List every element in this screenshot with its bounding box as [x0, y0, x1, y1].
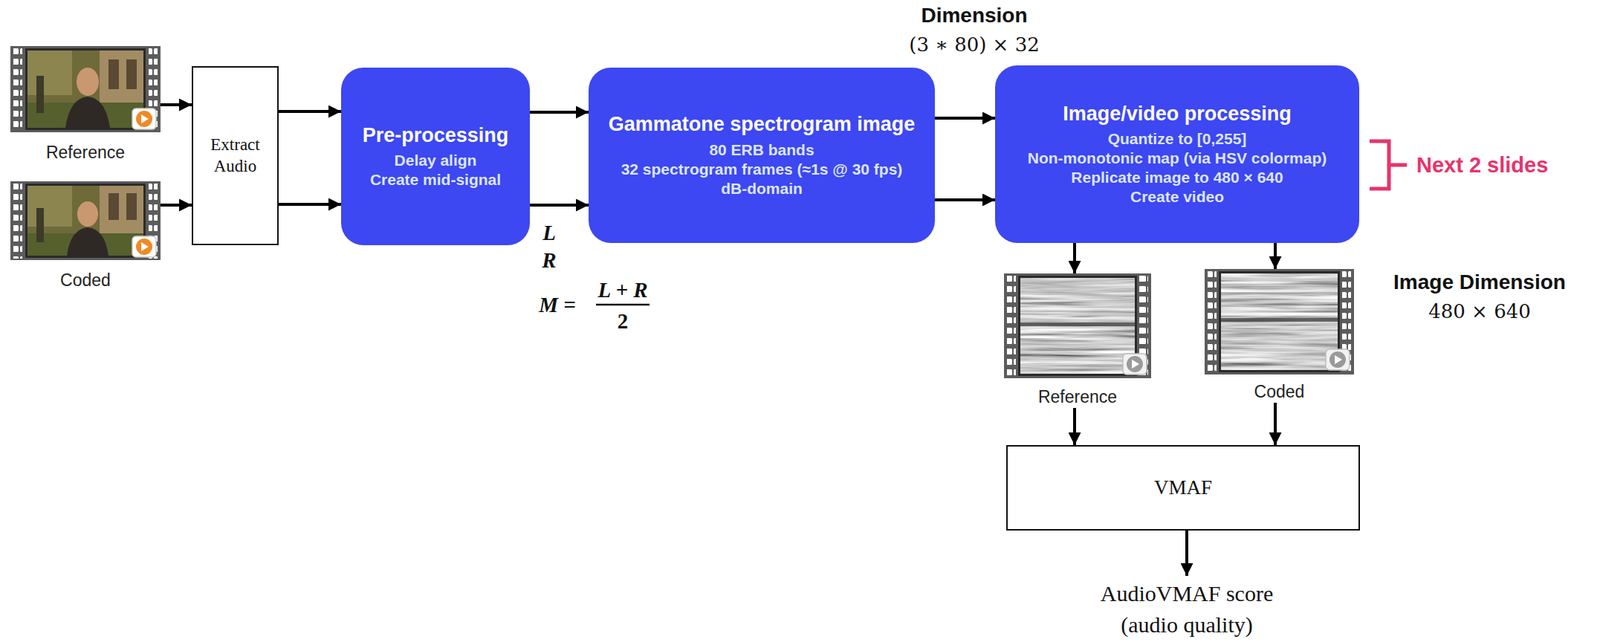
node-text: Delay align [394, 150, 478, 171]
arrow [529, 203, 589, 207]
node-title: Coded [60, 269, 111, 292]
node-text: Quantize to [0,255] [1108, 129, 1248, 149]
video-thumbnail: Coded [10, 181, 161, 292]
arrow [160, 103, 192, 107]
node-title: Reference [46, 141, 125, 164]
dimension-value: (3 ∗ 80) × 32 [908, 33, 1040, 56]
formula-part: M = [538, 292, 576, 318]
node-text: Create mid-signal [370, 170, 501, 190]
video-thumbnail: Reference [10, 46, 161, 164]
process-box: Image/video processingQuantize to [0,255… [995, 65, 1360, 244]
node-title: Image/video processing [1062, 101, 1292, 126]
fraction-bar [596, 303, 650, 307]
node-text: 80 ERB bands [708, 140, 814, 160]
arrow [1185, 530, 1189, 576]
node-title: VMAF [1154, 475, 1213, 501]
film-reference [10, 46, 161, 133]
video-thumbnail: Coded [1204, 269, 1355, 403]
note-text: Next 2 slides [1416, 153, 1548, 178]
arrow [278, 202, 342, 206]
node-title: Pre-processing [362, 123, 510, 148]
video-thumbnail: Reference [1003, 273, 1152, 408]
process-box: VMAF [1006, 445, 1360, 531]
node-text: Create video [1130, 187, 1224, 207]
signal-name: L [542, 220, 556, 246]
dimension-title: Image Dimension [1393, 270, 1566, 295]
node-text: dB-domain [720, 179, 803, 199]
film-spectrogram-coded [1204, 269, 1355, 375]
arrow [1273, 402, 1277, 446]
arrow [160, 203, 192, 207]
arrow [278, 109, 342, 113]
node-text: Replicate image to 480 × 640 [1070, 167, 1283, 188]
process-box: Pre-processingDelay alignCreate mid-sign… [341, 67, 530, 246]
film-coded [10, 181, 161, 261]
node-text: Non-monotonic map (via HSV colormap) [1027, 148, 1328, 168]
arrow [1073, 407, 1077, 446]
formula-part: 2 [617, 309, 629, 334]
node-title: Extract Audio [197, 134, 273, 178]
dimension-title: Dimension [920, 3, 1028, 28]
arrow [1273, 243, 1277, 270]
arrow [529, 110, 589, 114]
arrow [1073, 243, 1077, 274]
process-box: Extract Audio [191, 66, 279, 246]
node-title: Reference [1038, 385, 1117, 408]
node-title: Gammatone spectrogram image [608, 112, 916, 136]
node-text: (audio quality) [1120, 609, 1253, 641]
node-text: 32 spectrogram frames (≈1s @ 30 fps) [621, 159, 903, 180]
node-title: Coded [1254, 380, 1305, 403]
dimension-value: 480 × 640 [1428, 300, 1531, 323]
signal-name: R [541, 248, 556, 273]
arrow [934, 116, 996, 120]
node-title: AudioVMAF score [1100, 578, 1274, 610]
process-box: Gammatone spectrogram image 80 ERB bands3… [588, 67, 935, 244]
output-text: AudioVMAF score(audio quality) [1067, 575, 1306, 642]
formula-part: L + R [597, 277, 648, 303]
film-spectrogram-reference [1003, 273, 1152, 379]
arrow [934, 198, 996, 202]
bracket [1369, 141, 1407, 189]
